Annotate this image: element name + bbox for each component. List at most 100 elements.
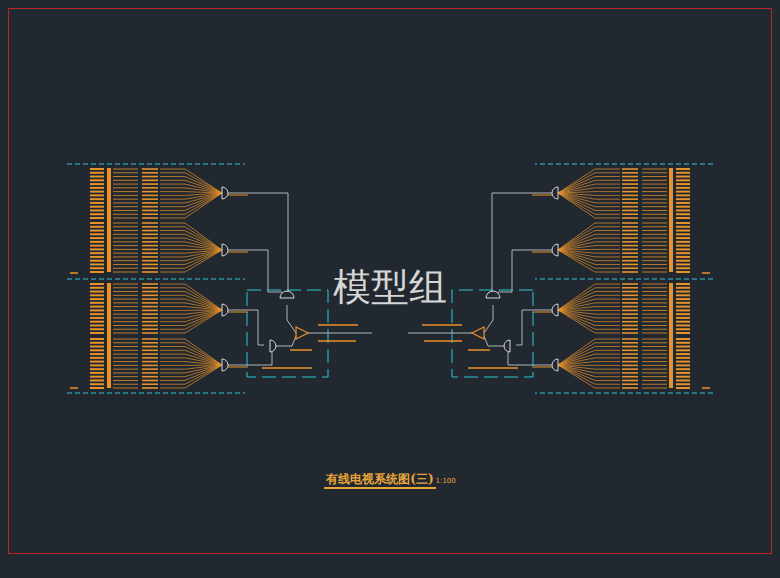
outlet-tag — [90, 302, 104, 304]
feeder-line — [113, 384, 138, 385]
splitter-symbol — [222, 244, 228, 256]
outlet-tag — [142, 353, 158, 355]
outlet-tag — [90, 183, 104, 185]
feeder-line — [113, 329, 138, 330]
feeder-line — [113, 376, 138, 377]
outlet-tag — [142, 234, 158, 236]
box-tag — [262, 367, 312, 369]
floor-tag — [70, 387, 78, 389]
feeder-line — [160, 193, 222, 218]
trunk-wire — [228, 310, 264, 345]
outlet-tag — [90, 298, 104, 300]
feeder-line — [160, 284, 222, 310]
outlet-tag — [90, 346, 104, 348]
splitter-symbol — [222, 304, 228, 316]
outlet-tag — [142, 287, 158, 289]
outlet-tag — [142, 195, 158, 197]
feeder-line — [113, 369, 138, 370]
outlet-tag — [90, 191, 104, 193]
feeder-line — [160, 299, 222, 310]
feeder-line — [113, 317, 138, 318]
feeder-line — [113, 191, 138, 192]
outlet-tag — [142, 357, 158, 359]
feeder-line — [113, 302, 138, 303]
feeder-line — [113, 357, 138, 358]
outlet-tag — [142, 283, 158, 285]
outlet-tag — [90, 332, 104, 334]
feeder-line — [160, 303, 222, 310]
scale-label: 1:100 — [436, 477, 456, 485]
feeder-line — [160, 347, 222, 365]
splitter-tag — [228, 252, 248, 253]
outlet-tag — [90, 368, 104, 370]
feeder-line — [113, 172, 138, 173]
outlet-tag — [142, 332, 158, 334]
outlet-tag — [142, 271, 158, 273]
feeder-line — [113, 214, 138, 215]
feeder-line — [113, 249, 138, 250]
feeder-line — [113, 199, 138, 200]
outlet-tag — [90, 342, 104, 344]
riser-bar — [107, 283, 111, 388]
outlet-tag — [90, 291, 104, 293]
feeder-line — [160, 231, 222, 250]
outlet-tag — [142, 325, 158, 327]
splitter-symbol — [280, 291, 294, 298]
outlet-tag — [142, 306, 158, 308]
feeder-line — [160, 180, 222, 193]
feeder-line — [160, 350, 222, 365]
outlet-tag — [90, 387, 104, 389]
feeder-line — [113, 354, 138, 355]
outlet-tag — [90, 283, 104, 285]
feeder-line — [113, 272, 138, 273]
splitter-symbol — [270, 340, 276, 352]
trunk-wire — [287, 305, 296, 333]
feeder-line — [113, 284, 138, 285]
watermark: 模型组 — [0, 262, 780, 313]
cable-tag — [318, 324, 358, 326]
feeder-line — [113, 314, 138, 315]
outlet-tag — [142, 217, 158, 219]
feeder-line — [113, 346, 138, 347]
amp-tag — [290, 349, 312, 351]
feeder-line — [113, 187, 138, 188]
outlet-tag — [90, 194, 104, 196]
outlet-tag — [90, 222, 104, 224]
amplifier-symbol — [296, 327, 308, 339]
outlet-tag — [90, 230, 104, 232]
outlet-tag — [142, 256, 158, 258]
feeder-line — [113, 361, 138, 362]
trunk-wire — [228, 250, 282, 292]
outlet-tag — [90, 245, 104, 247]
outlet-tag — [90, 176, 104, 178]
feeder-line — [113, 350, 138, 351]
riser-bar — [107, 168, 111, 272]
outlet-tag — [90, 317, 104, 319]
feeder-line — [113, 210, 138, 211]
feeder-line — [160, 234, 222, 250]
feeder-line — [113, 226, 138, 227]
feeder-line — [160, 310, 222, 333]
feeder-line — [160, 193, 222, 210]
drawing-frame — [9, 9, 772, 554]
outlet-tag — [142, 291, 158, 293]
outlet-tag — [142, 372, 158, 374]
outlet-tag — [90, 256, 104, 258]
outlet-tag — [90, 226, 104, 228]
feeder-line — [160, 193, 222, 214]
outlet-tag — [142, 342, 158, 344]
outlet-tag — [90, 383, 104, 385]
feeder-line — [113, 218, 138, 219]
feeder-line — [160, 227, 222, 250]
feeder-line — [113, 268, 138, 269]
feeder-line — [113, 380, 138, 381]
feeder-line — [160, 310, 222, 325]
outlet-tag — [90, 263, 104, 265]
outlet-tag — [142, 365, 158, 367]
outlet-tag — [142, 187, 158, 189]
feeder-line — [113, 241, 138, 242]
outlet-tag — [142, 264, 158, 266]
outlet-tag — [142, 376, 158, 378]
feeder-line — [160, 250, 222, 268]
outlet-tag — [90, 237, 104, 239]
